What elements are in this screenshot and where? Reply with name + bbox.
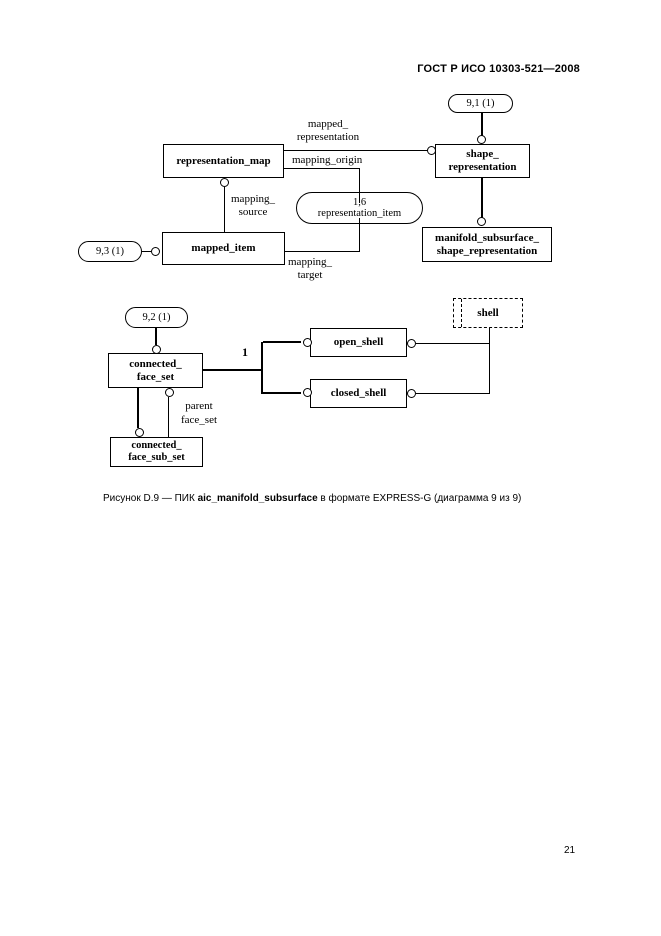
entity-label: representation bbox=[448, 161, 517, 173]
caption-prefix: Рисунок D.9 — ПИК bbox=[103, 493, 198, 504]
attribute-label-mapping-source: mapping_ source bbox=[231, 193, 275, 218]
entity-label: manifold_subsurface_ bbox=[435, 231, 539, 244]
entity-box-mapped-item: mapped_item bbox=[162, 232, 285, 265]
select-line-closed-shell bbox=[416, 393, 490, 394]
entity-label: connected_ bbox=[131, 439, 182, 451]
entity-label: mapped_item bbox=[191, 242, 256, 254]
page-ref-oval-9-2: 9,2 (1) bbox=[125, 307, 188, 328]
select-line-open-shell bbox=[416, 343, 490, 344]
relation-circle-9-1 bbox=[477, 135, 486, 144]
entity-label: shape_representation bbox=[436, 244, 538, 257]
mapping-source-line bbox=[224, 187, 225, 232]
page-ref-label: representation_item bbox=[317, 208, 402, 219]
pageref-9-3-line bbox=[142, 251, 151, 252]
relation-circle-open-shell-left bbox=[303, 338, 312, 347]
pageref-9-2-line bbox=[155, 328, 157, 345]
page-ref-label: 9,1 (1) bbox=[466, 97, 495, 109]
figure-caption: Рисунок D.9 — ПИК aic_manifold_subsurfac… bbox=[103, 493, 521, 504]
entity-label: face_set bbox=[136, 370, 175, 383]
entity-label: connected_ bbox=[129, 357, 182, 370]
page-ref-oval-9-3: 9,3 (1) bbox=[78, 241, 142, 262]
entity-label: representation_map bbox=[176, 154, 271, 167]
relation-circle-mapped-representation bbox=[427, 146, 436, 155]
attribute-label-mapping-target: mapping_ target bbox=[288, 256, 332, 281]
entity-box-connected-face-set: connected_ face_set bbox=[108, 353, 203, 388]
relation-circle-mapping-source bbox=[220, 178, 229, 187]
entity-label: face_sub_set bbox=[128, 452, 185, 463]
relation-circle-9-3 bbox=[151, 247, 160, 256]
entity-box-open-shell: open_shell bbox=[310, 328, 407, 357]
relation-circle-parent-face-set bbox=[165, 388, 174, 397]
subtype-line-open-shell bbox=[263, 341, 301, 343]
page-ref-oval-9-1: 9,1 (1) bbox=[448, 94, 513, 113]
entity-label: shape_ bbox=[466, 148, 499, 160]
relation-circle-closed-shell-left bbox=[303, 388, 312, 397]
page-number: 21 bbox=[564, 845, 576, 856]
cardinality-label: 1 bbox=[242, 345, 248, 359]
entity-label: open_shell bbox=[333, 336, 384, 348]
entity-box-closed-shell: closed_shell bbox=[310, 379, 407, 408]
relation-circle-manifold bbox=[477, 217, 486, 226]
caption-figure-name: aic_manifold_subsurface bbox=[197, 493, 318, 504]
select-type-box-shell: shell bbox=[453, 298, 523, 328]
pageref-9-1-line bbox=[481, 113, 483, 136]
relation-circle-9-2 bbox=[152, 345, 161, 354]
page-header-title: ГОСТ Р ИСО 10303-521—2008 bbox=[417, 63, 580, 75]
select-type-inner-dash bbox=[461, 299, 462, 327]
entity-label: closed_shell bbox=[330, 387, 387, 399]
mapping-target-line-h bbox=[285, 251, 360, 252]
mapped-representation-line bbox=[284, 150, 428, 151]
entity-label: shell bbox=[477, 306, 499, 319]
subtype-line-shape-to-manifold bbox=[481, 178, 483, 218]
subtype-branch-vertical bbox=[261, 342, 263, 394]
entity-box-representation-map: representation_map bbox=[163, 144, 284, 178]
attribute-label-parent-face-set: parent face_set bbox=[180, 400, 218, 426]
mapping-origin-line-stub-top bbox=[359, 192, 360, 203]
page-ref-label: 9,2 (1) bbox=[142, 311, 171, 323]
parent-face-set-line bbox=[168, 397, 169, 437]
mapping-origin-line-h bbox=[284, 168, 360, 169]
attribute-label-mapped-representation: mapped_ representation bbox=[296, 118, 360, 143]
relation-circle-closed-shell-right bbox=[407, 389, 416, 398]
entity-box-connected-face-sub-set: connected_ face_sub_set bbox=[110, 437, 203, 467]
supertype-line-connected-face-set bbox=[203, 369, 263, 371]
select-shell-line-v bbox=[489, 328, 490, 394]
relation-circle-open-shell-right bbox=[407, 339, 416, 348]
subtype-line-connected-face-sub-set bbox=[137, 388, 139, 428]
attribute-label-mapping-origin: mapping_origin bbox=[292, 154, 363, 166]
page-ref-label: 9,3 (1) bbox=[96, 245, 124, 257]
relation-circle-face-sub-set bbox=[135, 428, 144, 437]
caption-suffix: в формате EXPRESS-G (диаграмма 9 из 9) bbox=[317, 493, 522, 504]
mapping-target-line-stub-bottom bbox=[359, 218, 360, 225]
subtype-line-closed-shell bbox=[263, 392, 301, 394]
entity-box-shape-representation: shape_ representation bbox=[435, 144, 530, 178]
entity-box-manifold-subsurface-shape-representation: manifold_subsurface_ shape_representatio… bbox=[422, 227, 552, 262]
